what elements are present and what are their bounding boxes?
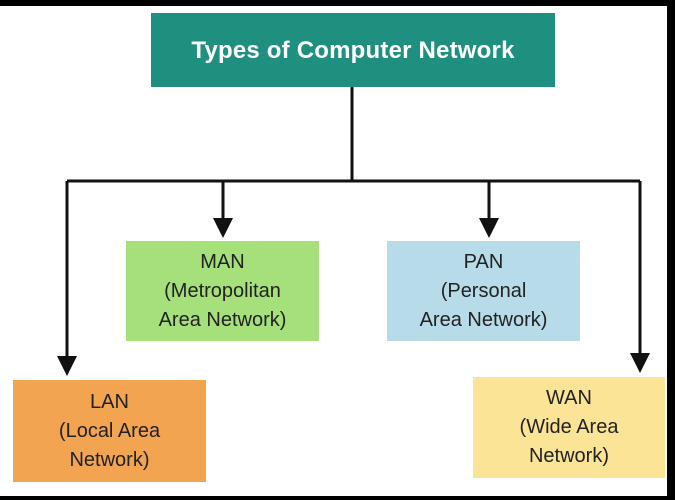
node-wan-line-1: WAN [546, 387, 592, 409]
root-node-title: Types of Computer Network [151, 13, 555, 87]
node-pan-line-1: PAN [463, 250, 504, 273]
arrowhead-man [213, 218, 233, 238]
node-lan-line-2: (Local Area [58, 419, 161, 442]
node-lan-line-1: LAN [90, 390, 129, 413]
node-lan-line-3: Network) [69, 448, 150, 471]
root-node-label: Types of Computer Network [191, 36, 515, 64]
node-pan-line-2: (Personal [440, 279, 527, 302]
arrowhead-pan [479, 218, 499, 238]
arrowhead-lan [57, 356, 77, 376]
node-man-line-2: (Metropolitan [164, 279, 281, 302]
node-wan-line-2: (Wide Area [519, 416, 619, 438]
node-wan: WAN (Wide Area Network) [473, 377, 665, 478]
node-man: MAN (Metropolitan Area Network) [126, 241, 319, 341]
node-pan-line-3: Area Network) [419, 308, 548, 331]
arrowhead-wan [630, 353, 650, 373]
node-lan: LAN (Local Area Network) [13, 380, 206, 482]
node-man-line-1: MAN [200, 250, 245, 273]
node-man-line-3: Area Network) [158, 308, 287, 331]
node-wan-line-3: Network) [528, 445, 609, 467]
node-pan: PAN (Personal Area Network) [387, 241, 580, 341]
